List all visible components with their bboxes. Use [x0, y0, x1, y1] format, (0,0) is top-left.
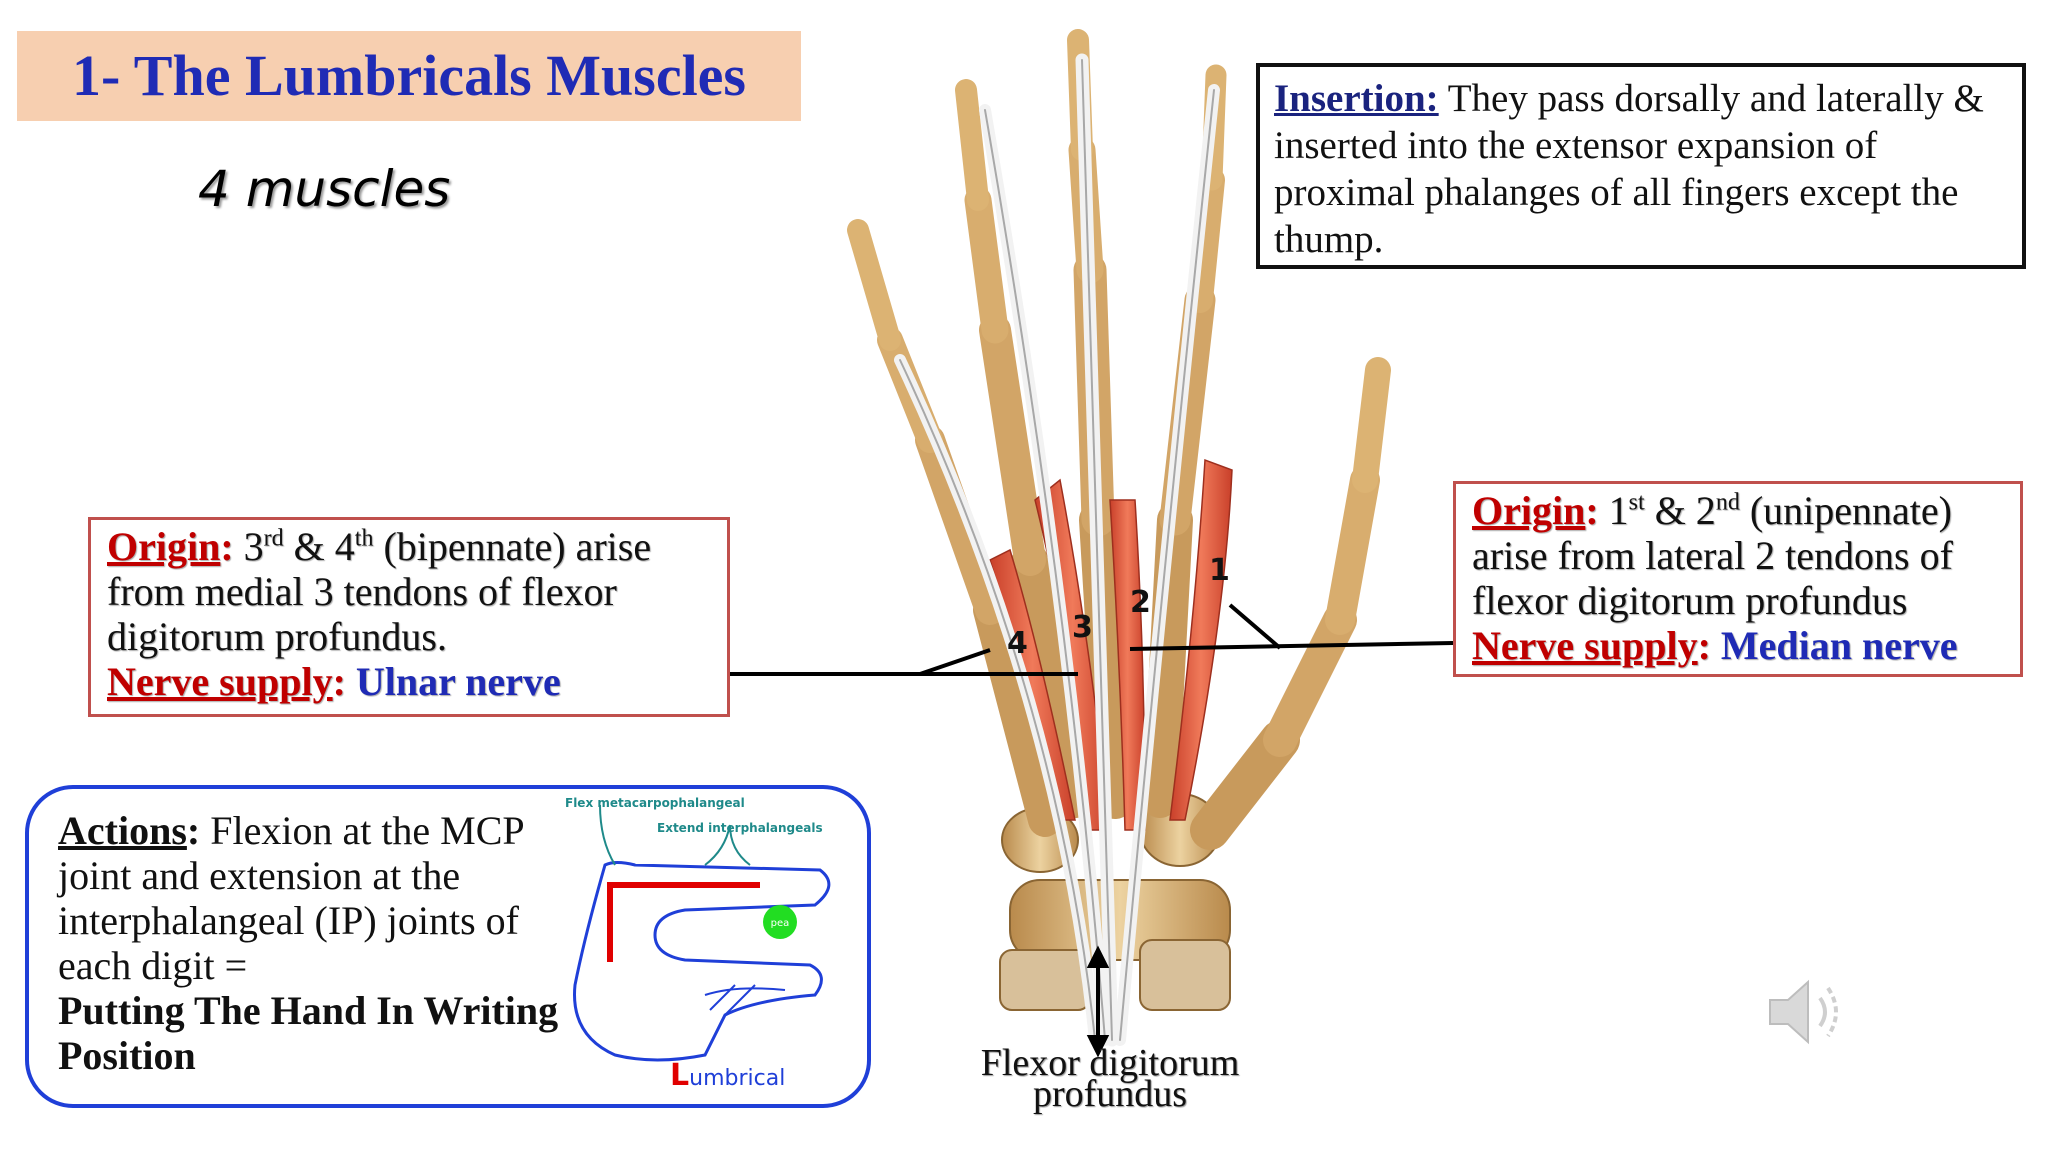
- fdp-label: Flexor digitorum profundus: [980, 1042, 1240, 1115]
- origin-right-text-b: & 2: [1644, 488, 1716, 533]
- pea-label: pea: [771, 918, 790, 929]
- origin-right-sup-a: st: [1628, 489, 1645, 516]
- actions-bold-text: Putting The Hand In Writing Position: [58, 988, 559, 1078]
- insertion-label: Insertion:: [1274, 77, 1439, 120]
- origin-right-colon: :: [1585, 488, 1599, 533]
- pointer-lines: [730, 603, 1454, 1058]
- slide-subtitle: 4 muscles: [198, 160, 451, 218]
- flex-mcp-label: Flex metacarpophalangeal: [565, 796, 745, 810]
- nerve-right-label: Nerve supply: [1472, 623, 1698, 668]
- muscle-number-1: 1: [1209, 553, 1230, 588]
- origin-right-text-a: 1: [1598, 488, 1629, 533]
- insertion-box: Insertion: They pass dorsally and latera…: [1256, 63, 2026, 269]
- origin-left-sup-a: rd: [263, 525, 284, 552]
- actions-text: Actions: Flexion at the MCP joint and ex…: [58, 808, 568, 1078]
- title-banner: [17, 31, 801, 121]
- origin-left-text-b: & 4: [283, 524, 355, 569]
- nerve-left-colon: :: [332, 659, 346, 704]
- extend-ip-label: Extend interphalangeals: [657, 821, 823, 835]
- actions-label: Actions: [58, 808, 187, 853]
- origin-left-label: Origin: [107, 524, 221, 569]
- origin-right-sup-b: nd: [1715, 489, 1740, 516]
- actions-description: Flexion at the MCP joint and extension a…: [58, 808, 524, 988]
- slide-title: 1- The Lumbricals Muscles: [72, 43, 746, 108]
- nerve-left-label: Nerve supply: [107, 659, 333, 704]
- nerve-right-value: Median nerve: [1710, 623, 1958, 668]
- actions-box: [25, 785, 871, 1108]
- origin-right-text-c: (unipennate) arise from lateral 2 tendon…: [1472, 488, 1953, 623]
- lumbrical-caption-rest: umbrical: [689, 1066, 786, 1091]
- origin-left-sup-b: th: [354, 525, 374, 552]
- actions-colon: :: [186, 808, 201, 853]
- origin-left-colon: :: [220, 524, 234, 569]
- fdp-tendons: [894, 53, 1220, 1047]
- origin-right-box: Origin: 1st & 2nd (unipennate) arise fro…: [1453, 481, 2023, 677]
- lumbrical-caption: Lumbrical: [670, 1058, 785, 1093]
- origin-left-box: Origin: 3rd & 4th (bipennate) arise from…: [88, 517, 730, 717]
- speaker-icon: [1769, 979, 1838, 1045]
- nerve-right-colon: :: [1697, 623, 1711, 668]
- origin-left-text-a: 3: [233, 524, 264, 569]
- lumbrical-caption-first: L: [670, 1058, 690, 1093]
- origin-right-label: Origin: [1472, 488, 1586, 533]
- muscle-number-2: 2: [1130, 585, 1151, 620]
- lumbrical-diagram: pea: [573, 804, 831, 1062]
- origin-left-text-c: (bipennate) arise from medial 3 tendons …: [107, 524, 652, 659]
- muscle-number-4: 4: [1007, 626, 1028, 661]
- nerve-left-value: Ulnar nerve: [345, 659, 561, 704]
- muscle-number-3: 3: [1072, 610, 1093, 645]
- insertion-text: They pass dorsally and laterally & inser…: [1274, 77, 1984, 261]
